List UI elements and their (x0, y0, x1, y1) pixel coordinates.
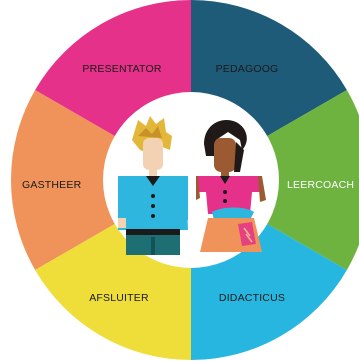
segment-label-leercoach: LEERCOACH (287, 179, 354, 191)
left-figure-belt (126, 229, 180, 235)
left-figure-shirt (118, 176, 188, 230)
segment-label-afsluiter: AFSLUITER (89, 292, 149, 304)
segment-presentator (11, 90, 192, 270)
right-figure-shirt (196, 176, 262, 214)
wheel-labels: PRESENTATOR PEDAGOOG LEERCOACH DIDACTICUS AF… (22, 63, 354, 304)
right-figure-face (214, 138, 236, 172)
segment-label-gastheer: GASTHEER (22, 179, 82, 191)
right-teacher-figure (196, 120, 266, 252)
left-figure-neck (149, 168, 157, 178)
segment-label-didacticus: DIDACTICUS (219, 292, 285, 304)
right-figure-scarf (212, 207, 254, 220)
left-figure-arm-right (180, 176, 188, 220)
left-figure-face (143, 138, 163, 170)
segment-label-presentator: PRESENTATOR (82, 63, 161, 75)
right-figure-neck (221, 170, 229, 178)
segment-label-pedagoog: PEDAGOOG (216, 63, 279, 75)
two-teacher-figures-illustration (118, 116, 266, 255)
left-teacher-figure (118, 116, 188, 255)
left-figure-arm-left (118, 176, 126, 220)
